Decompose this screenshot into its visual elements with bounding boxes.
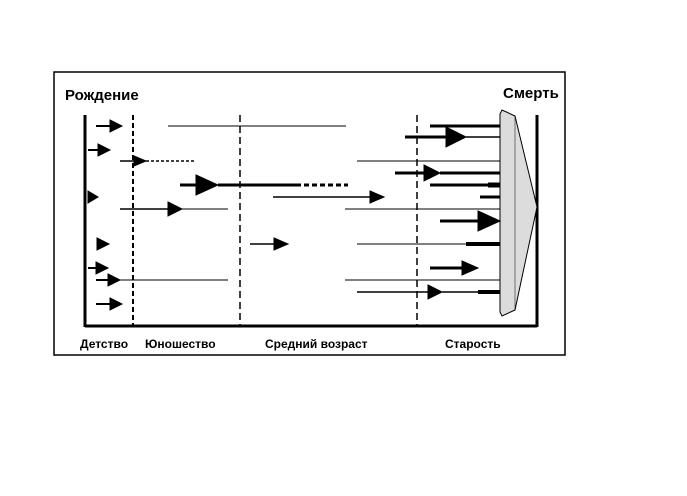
death-label: Смерть (503, 85, 559, 102)
death-arrow-shape (499, 109, 538, 317)
old-age-lines (345, 124, 502, 300)
stage-label-youth: Юношество (145, 337, 216, 351)
stage-label-middle-age: Средний возраст (265, 337, 368, 351)
stage-label-old-age: Старость (445, 337, 501, 351)
stage-label-childhood: Детство (80, 337, 128, 351)
diagram-frame (53, 71, 566, 356)
childhood-arrows (87, 119, 124, 311)
life-paths (96, 125, 386, 281)
birth-label: Рождение (65, 87, 139, 104)
